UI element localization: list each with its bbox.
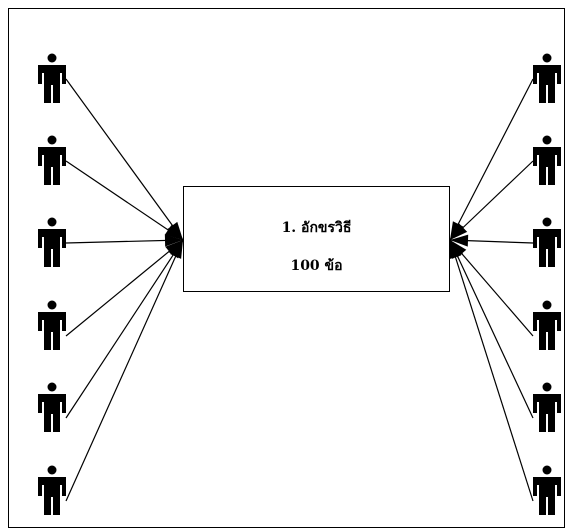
- connector-line-right-4: [449, 239, 534, 337]
- person-icon-right-3: [533, 217, 561, 267]
- connector-line-right-5: [449, 239, 534, 419]
- person-icon-left-6: [38, 465, 66, 515]
- person-icon-left-1: [38, 53, 66, 103]
- person-icon-right-2: [533, 135, 561, 185]
- person-icon-right-4: [533, 300, 561, 350]
- connector-line-left-2: [65, 160, 184, 241]
- connector-line-left-4: [65, 239, 184, 337]
- connector-line-left-6: [65, 239, 184, 502]
- connector-line-right-1: [449, 78, 534, 241]
- arrowhead-icon-left-6: [170, 240, 183, 259]
- person-icon-right-5: [533, 382, 561, 432]
- arrowhead-icon-right-3: [450, 234, 469, 247]
- center-box-subtitle: 100 ข้อ: [290, 258, 343, 274]
- arrowhead-icon-left-3: [164, 234, 183, 247]
- connector-line-right-6: [449, 239, 534, 502]
- people-group: [38, 53, 561, 515]
- person-icon-left-3: [38, 217, 66, 267]
- arrowhead-icon-left-2: [164, 224, 183, 240]
- person-icon-right-6: [533, 465, 561, 515]
- arrowhead-icon-right-2: [450, 223, 468, 240]
- center-box-title: 1. อักขรวิธี: [281, 220, 352, 236]
- arrowhead-icon-right-6: [449, 240, 462, 259]
- person-icon-left-4: [38, 300, 66, 350]
- connector-line-left-5: [65, 239, 184, 419]
- connector-lines: [65, 78, 534, 502]
- center-box: 1. อักขรวิธี 100 ข้อ: [183, 186, 450, 292]
- person-icon-right-1: [533, 53, 561, 103]
- person-icon-left-2: [38, 135, 66, 185]
- person-icon-left-5: [38, 382, 66, 432]
- connector-line-right-2: [449, 160, 534, 241]
- connector-line-left-3: [65, 239, 184, 244]
- connector-line-left-1: [65, 78, 184, 241]
